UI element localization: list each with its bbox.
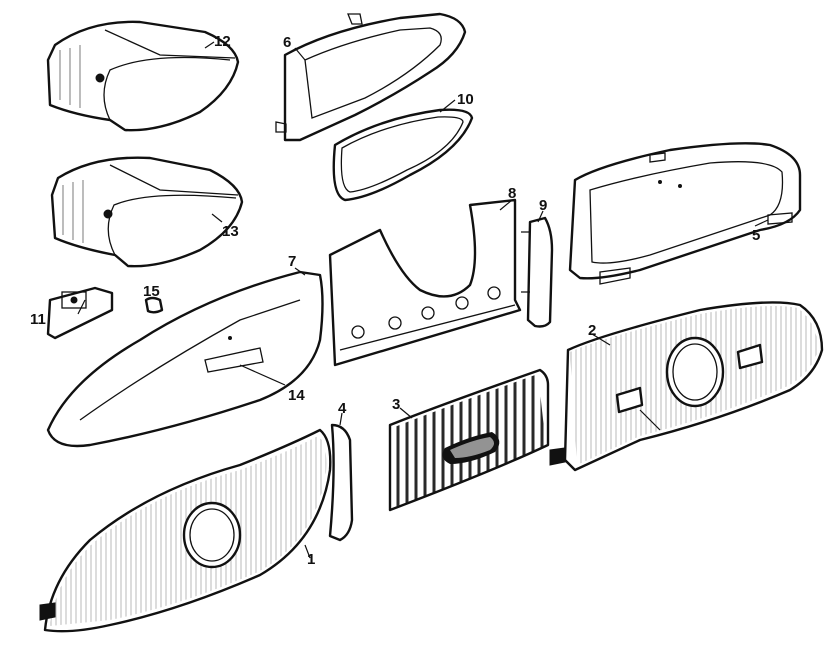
callout-5: 5 (752, 227, 761, 244)
part-15-plug (144, 296, 164, 314)
callout-7: 7 (288, 253, 297, 270)
callout-4: 4 (338, 400, 347, 417)
callout-10: 10 (457, 91, 474, 108)
callout-12: 12 (214, 33, 231, 50)
part-1-left-dash (39, 428, 332, 633)
callout-2: 2 (588, 322, 597, 339)
callout-13: 13 (222, 223, 239, 240)
part-6-bezel-frame (275, 12, 467, 142)
part-12-glove-box-upper (46, 20, 240, 132)
part-10-gasket (332, 108, 474, 202)
callout-8: 8 (508, 185, 517, 202)
callout-11: 11 (30, 311, 46, 328)
leader-lines (77, 41, 769, 559)
callout-3: 3 (392, 396, 401, 413)
part-2-right-dash (549, 301, 824, 472)
part-13-glove-box-lower (50, 156, 244, 268)
callout-6: 6 (283, 34, 292, 51)
callout-1: 1 (307, 551, 316, 568)
callout-9: 9 (539, 197, 548, 214)
part-3-ribbed-grille (388, 368, 550, 512)
part-11-bracket (46, 286, 114, 340)
callout-15: 15 (143, 283, 160, 300)
part-4-trim-strip (328, 423, 354, 542)
part-7-padded-dash (46, 270, 324, 448)
callout-14: 14 (288, 387, 305, 404)
part-8-center-panel (328, 198, 522, 367)
part-9-side-trim (521, 216, 554, 328)
part-5-panel-cover (568, 142, 802, 285)
